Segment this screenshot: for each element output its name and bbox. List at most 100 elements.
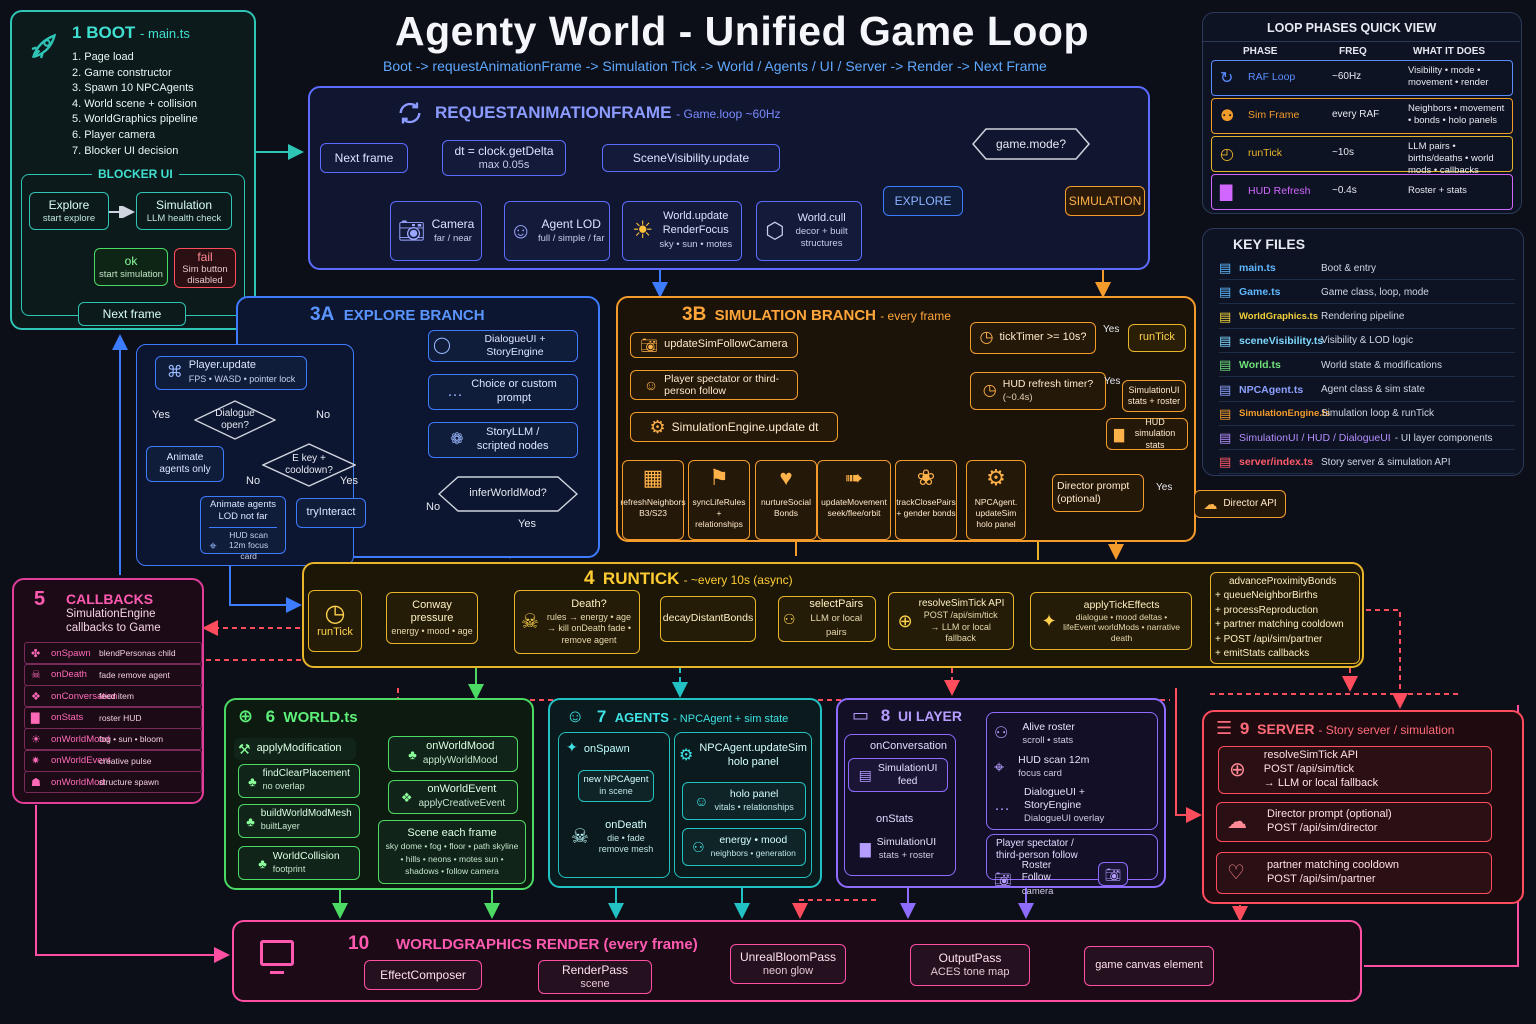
sim-subsystem-icon: ⚙ — [986, 465, 1006, 490]
player-update-label: Player.update — [188, 359, 257, 372]
simulation-start-button[interactable]: Simulation LLM health check — [136, 192, 232, 230]
on-spawn-title: ✦ onSpawn — [566, 740, 630, 755]
phase-name: HUD Refresh — [1248, 185, 1311, 197]
animate-only-label: Animate agents only — [159, 451, 211, 476]
clock-icon: ◷ — [324, 600, 346, 628]
render-pass-label: RenderPass — [561, 962, 629, 977]
boot-title: BOOT — [86, 23, 136, 42]
person-icon: ☺︎ — [694, 793, 709, 809]
key-file-name: SimulationUI / HUD / DialogueUI — [1239, 432, 1391, 445]
roster-follow-label: Roster Follow — [1021, 859, 1052, 884]
spectator-follow-label: Player spectator / third-person follow — [996, 838, 1078, 861]
dt-label: dt = clock.getDelta — [454, 143, 554, 158]
server-title-text: SERVER — [1257, 721, 1315, 737]
server-director-label: Director prompt (optional) — [1267, 808, 1392, 821]
server-partner-sublabel: POST /api/sim/partner — [1266, 873, 1376, 885]
camera-icon: 📷︎ — [640, 337, 659, 353]
globe-icon: ⊕ — [238, 706, 254, 726]
monitor-icon — [260, 940, 294, 966]
raf-title-sub: - Game.loop ~60Hz — [676, 107, 781, 121]
boot-step: 6. Player camera — [72, 128, 156, 141]
dialogue-open-decision: Dialogue open? — [194, 400, 276, 440]
ok-sublabel: start simulation — [99, 268, 163, 280]
effect-composer-box: EffectComposer — [364, 960, 482, 990]
world-cull-label: World.cull — [797, 212, 846, 225]
alive-roster-label: Alive roster — [1022, 720, 1075, 733]
callbacks-sub2: callbacks to Game — [66, 622, 161, 634]
chat-dots-icon: … — [994, 797, 1010, 814]
raf-next-frame: Next frame — [320, 143, 408, 173]
runtick-list-item: + queueNeighborBirths — [1215, 590, 1318, 601]
refresh-icon — [399, 102, 421, 124]
server-director-box: ☁︎ Director prompt (optional)POST /api/s… — [1216, 802, 1492, 842]
file-icon: ▤ — [1219, 381, 1232, 397]
callback-name: onWorldEvent — [51, 755, 111, 766]
game-mode-label: game.mode? — [995, 136, 1067, 151]
key-file-name: NPCAgent.ts — [1239, 383, 1304, 396]
sim-subsystem-icon: ❀ — [916, 465, 936, 490]
sim-subsystem-icon: ▦ — [642, 465, 664, 490]
director-yes: Yes — [1156, 482, 1173, 493]
runtick-title: 4 RUNTICK - ~every 10s (async) — [584, 568, 793, 590]
npcagent-update-sim-sublabel: holo panel — [727, 756, 779, 768]
world-number: 6 — [265, 707, 276, 726]
simulation-ui-feed-sublabel: feed — [897, 775, 918, 787]
bloom-pass-box: UnrealBloomPass neon glow — [730, 944, 846, 984]
explore-label: Explore — [48, 197, 90, 212]
simulation-sublabel: LLM health check — [146, 212, 222, 224]
dialogue-no: No — [316, 409, 331, 421]
tree-icon: ♣ — [246, 813, 255, 829]
callbacks-panel: 5 CALLBACKS SimulationEngine callbacks t… — [12, 578, 204, 804]
ui-layer-number: 8 — [880, 706, 891, 725]
holo-panel-sublabel: vitals • relationships — [714, 801, 794, 812]
simulation-ui-stats-label: SimulationUI — [876, 835, 937, 848]
callback-desc: blendPersonas child — [99, 648, 176, 658]
explore-start-button[interactable]: Explore start explore — [29, 192, 109, 230]
person-icon: ☺︎ — [566, 706, 585, 726]
server-number: 9 — [1239, 719, 1250, 738]
explore-mode-label: EXPLORE — [894, 193, 952, 208]
phase-what: LLM pairs • births/deaths • world mods •… — [1408, 141, 1494, 176]
effect-composer-label: EffectComposer — [380, 967, 466, 982]
clock-icon: ◷ — [982, 382, 997, 399]
scene-each-frame-box: Scene each frame sky dome • fog • floor … — [378, 820, 526, 884]
agents-title-text: AGENTS — [614, 710, 669, 725]
server-title-sub: - Story server / simulation — [1318, 723, 1455, 737]
death-box: ☠︎ Death?rules → energy • age → kill onD… — [514, 590, 640, 654]
callbacks-sub1: SimulationEngine — [66, 608, 156, 620]
roster-follow-sublabel: camera — [1021, 885, 1054, 897]
people-icon: ⚇ — [692, 839, 705, 855]
person-icon: ☺︎ — [643, 377, 659, 393]
apply-tick-effects-sublabel: dialogue • mood deltas • lifeEvent world… — [1063, 611, 1180, 643]
simulation-title-sub: - every frame — [880, 309, 951, 323]
callback-name: onSpawn — [51, 647, 91, 659]
key-file-name: sceneVisibility.ts — [1239, 334, 1324, 347]
hud-scan-sublabel: focus card — [1018, 767, 1062, 779]
ui-left-group — [844, 734, 956, 876]
runtick-number: 4 — [584, 568, 595, 589]
callback-name: onStats — [51, 712, 84, 723]
sim-subsystem-label: refreshNeighbors B3/S23 — [620, 497, 686, 519]
simulation-ui-feed-label: SimulationUI — [877, 761, 938, 774]
ui-right-group — [986, 712, 1158, 830]
fail-sublabel: Sim button disabled — [182, 264, 228, 286]
new-npcagent-label: new NPCAgent — [583, 774, 649, 786]
sim-subsystem-icon: ➠ — [844, 465, 864, 490]
follow-camera-icon-box: 📷︎ — [1098, 862, 1128, 886]
runtick-list-box: advanceProximityBonds+ queueNeighborBirt… — [1210, 572, 1360, 664]
file-icon: ▤ — [1219, 430, 1232, 446]
key-file-desc: Simulation loop & runTick — [1321, 408, 1435, 420]
phases-header-line — [1203, 41, 1520, 42]
world-update-label: World.update — [663, 210, 729, 223]
boot-step: 2. Game constructor — [72, 66, 172, 79]
